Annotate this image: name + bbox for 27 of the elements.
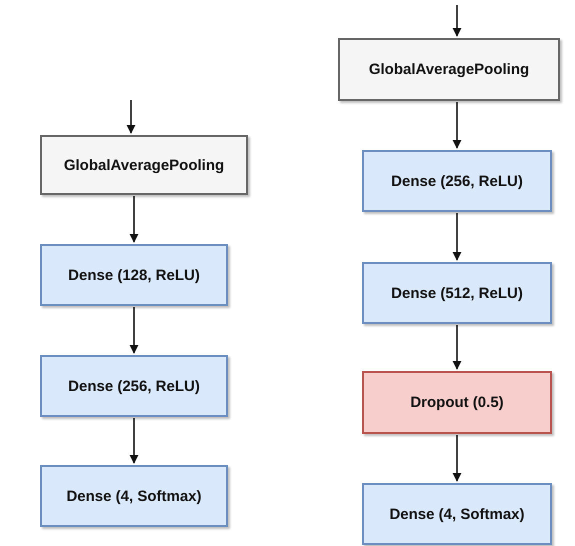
layer-box [40, 355, 228, 417]
layer-box [40, 465, 228, 527]
layer-box [362, 371, 552, 434]
arrow [126, 100, 136, 134]
layer-label: Dense (4, Softmax) [389, 506, 525, 522]
layer-box [40, 135, 248, 195]
layer-box [338, 38, 560, 101]
arrow [452, 5, 462, 37]
arrow [130, 196, 138, 243]
arrow [130, 307, 138, 354]
layer-label: GlobalAveragePooling [368, 61, 530, 78]
layer-label: Dense (256, ReLU) [391, 172, 523, 190]
layer-box [362, 483, 552, 545]
layer-label: Dense (4, Softmax) [66, 488, 202, 504]
arrow [130, 418, 138, 464]
layer-box [362, 262, 552, 324]
layer-label: GlobalAveragePooling [64, 156, 224, 174]
arrow [452, 325, 462, 370]
layer-label: Dense (256, ReLU) [68, 378, 200, 394]
layer-box [362, 150, 552, 212]
arrow [452, 435, 462, 482]
layer-label: Dropout (0.5) [410, 394, 504, 411]
layer-box [40, 244, 228, 306]
arrow [452, 213, 462, 261]
arrow [452, 102, 462, 149]
layer-label: Dense (512, ReLU) [391, 284, 523, 302]
layer-label: Dense (128, ReLU) [68, 266, 200, 284]
